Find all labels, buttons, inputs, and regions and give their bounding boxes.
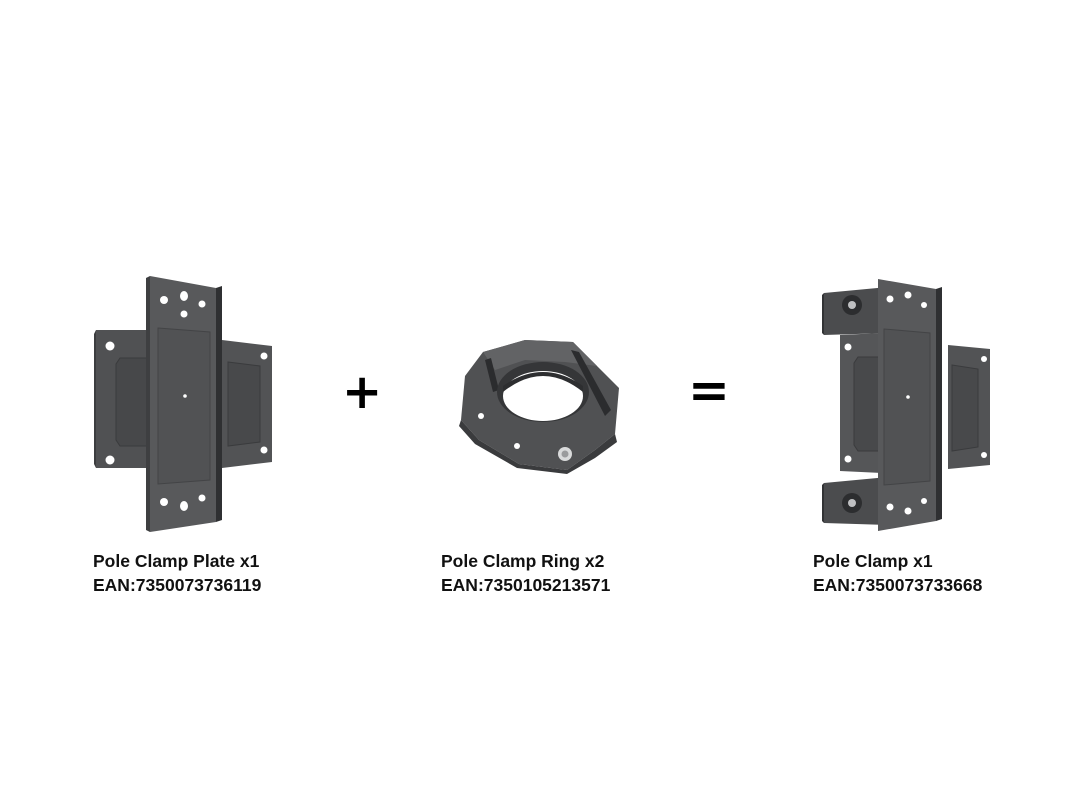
pole-clamp-assembly-image <box>818 275 998 535</box>
pole-clamp-ring-image <box>455 330 625 475</box>
caption-pole-clamp: Pole Clamp x1 EAN:7350073733668 <box>813 549 982 597</box>
product-ean: EAN:7350073736119 <box>93 575 262 595</box>
product-ean: EAN:7350073733668 <box>813 575 983 595</box>
product-ean: EAN:7350105213571 <box>441 575 611 595</box>
product-name: Pole Clamp Ring x2 <box>441 551 605 571</box>
plus-sign: + <box>342 364 383 420</box>
equals-sign: = <box>688 361 730 419</box>
caption-pole-clamp-ring: Pole Clamp Ring x2 EAN:7350105213571 <box>441 549 610 597</box>
pole-clamp-plate-image <box>90 270 280 535</box>
product-name: Pole Clamp Plate x1 <box>93 551 260 571</box>
product-name: Pole Clamp x1 <box>813 551 933 571</box>
caption-pole-clamp-plate: Pole Clamp Plate x1 EAN:7350073736119 <box>93 549 261 597</box>
